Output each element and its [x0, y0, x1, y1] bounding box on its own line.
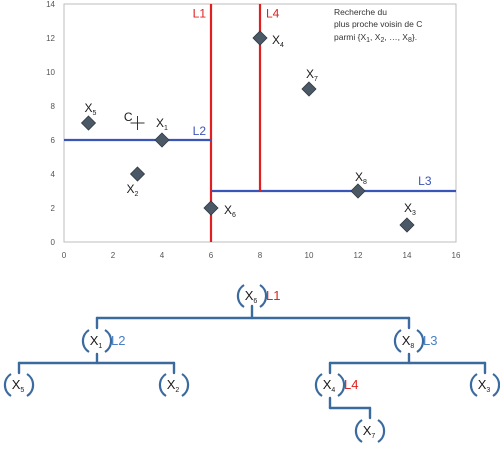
point-x7 — [301, 81, 317, 97]
tree-node-n6-bracket-right — [259, 284, 268, 308]
point-x1 — [154, 132, 170, 148]
x-tick-label: 16 — [452, 251, 461, 260]
tree-split-label-l4: L4 — [344, 377, 358, 392]
tree-node-label-n8: X8 — [402, 333, 415, 350]
x-tick-label: 2 — [111, 251, 116, 260]
tree-node-label-n1: X1 — [90, 333, 103, 350]
x-tick-label: 12 — [354, 251, 363, 260]
x-tick-label: 8 — [258, 251, 263, 260]
x-tick-label: 6 — [209, 251, 214, 260]
tree-node-label-n6: X6 — [245, 288, 258, 305]
tree-node-n6-bracket-left — [236, 284, 245, 308]
x-tick-label: 0 — [62, 251, 67, 260]
tree-node-label-n2: X2 — [167, 377, 180, 394]
y-tick-label: 0 — [51, 238, 56, 247]
point-x2 — [129, 166, 146, 182]
point-x4 — [252, 30, 268, 46]
point-label-x1: X1 — [156, 116, 168, 132]
split-label-l4: L4 — [266, 7, 280, 21]
query-label: C — [124, 110, 133, 124]
tree-node-n1-bracket-right — [104, 329, 113, 353]
tree-node-label-n3: X3 — [478, 377, 491, 394]
caption-line-1: Recherche du — [334, 7, 387, 17]
tree-node-n2-bracket-right — [181, 373, 190, 397]
point-x3 — [399, 217, 415, 233]
y-tick-label: 12 — [46, 34, 55, 43]
y-tick-label: 14 — [46, 0, 55, 9]
tree-node-label-n4: X4 — [323, 377, 336, 394]
tree-node-n1-bracket-left — [81, 329, 90, 353]
query-point: C — [124, 110, 145, 130]
axis-ticks: 0 2 4 6 8 10 12 14 16 0 2 4 6 8 10 12 14 — [46, 0, 461, 260]
y-tick-label: 2 — [51, 204, 56, 213]
y-tick-label: 4 — [51, 170, 56, 179]
tree-node-label-n5: X5 — [12, 377, 25, 394]
tree-node-n8-bracket-right — [416, 329, 425, 353]
tree-node-label-n7: X7 — [363, 423, 376, 440]
tree-node-n3-bracket-left — [469, 373, 478, 397]
split-label-l3: L3 — [418, 174, 432, 188]
y-tick-label: 6 — [51, 136, 56, 145]
tree-split-label-l2: L2 — [111, 333, 125, 348]
x-tick-label: 4 — [160, 251, 165, 260]
point-label-x3: X3 — [404, 201, 416, 217]
point-x6 — [203, 200, 219, 216]
tree-node-n5-bracket-right — [26, 373, 35, 397]
point-label-x2: X2 — [127, 182, 139, 198]
point-label-x4: X4 — [272, 33, 284, 49]
point-x8 — [350, 183, 366, 199]
tree-split-label-l1: L1 — [266, 288, 280, 303]
caption-line-2: plus proche voisin de C — [334, 19, 422, 29]
tree-node-n8-bracket-left — [393, 329, 402, 353]
tree-split-label-l3: L3 — [423, 333, 437, 348]
x-tick-label: 14 — [403, 251, 412, 260]
y-tick-label: 10 — [46, 68, 55, 77]
tree-node-n4-bracket-right — [337, 373, 346, 397]
point-label-x6: X6 — [224, 203, 236, 219]
tree-node-n4-bracket-left — [314, 373, 323, 397]
tree-node-n7-bracket-right — [377, 419, 386, 443]
point-label-x7: X7 — [306, 67, 318, 83]
point-label-x5: X5 — [85, 101, 97, 117]
tree-node-n5-bracket-left — [3, 373, 12, 397]
x-tick-label: 10 — [305, 251, 314, 260]
y-tick-label: 8 — [51, 102, 56, 111]
caption-line-3: parmi {X1, X2, …, X8}. — [334, 32, 417, 44]
tree-node-n7-bracket-left — [354, 419, 363, 443]
tree-node-n2-bracket-left — [158, 373, 167, 397]
split-label-l2: L2 — [193, 124, 207, 138]
point-x5 — [80, 115, 97, 131]
tree-node-n3-bracket-right — [492, 373, 500, 397]
split-label-l1: L1 — [193, 7, 207, 21]
point-label-x8: X8 — [355, 170, 367, 186]
